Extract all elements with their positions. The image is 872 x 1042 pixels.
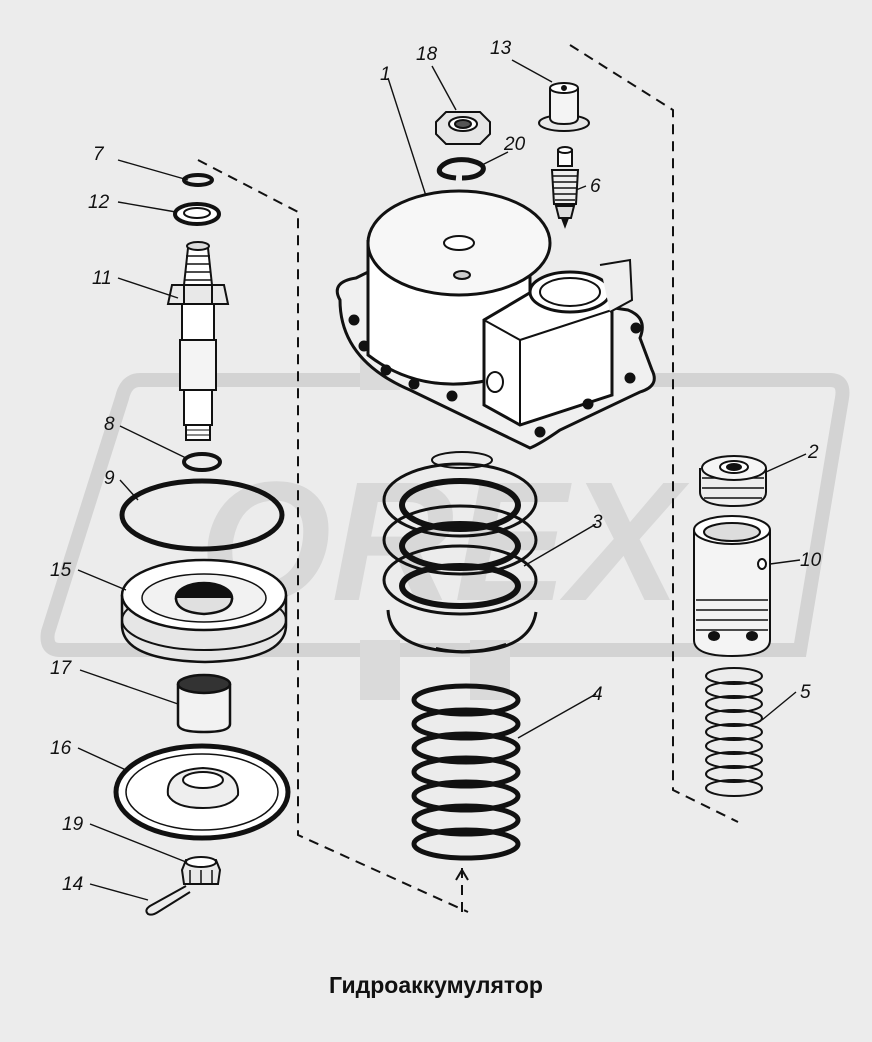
callout-6: 6 [590,176,601,197]
seal-ring-9 [119,478,285,552]
assembly-dashed-lines [197,44,739,913]
callout-20: 20 [503,134,526,155]
spring-3 [382,451,538,654]
callout-labels: 7 12 11 8 9 15 17 16 19 14 1 18 20 13 6 … [50,38,822,895]
callout-19: 19 [62,814,84,835]
callout-3: 3 [592,512,603,533]
castle-nut-19 [180,856,222,885]
diagram-caption: Гидроаккумулятор [329,972,543,998]
o-ring-8 [182,452,222,472]
split-washer-20 [436,157,486,181]
callout-1: 1 [380,64,391,85]
callout-12: 12 [88,192,110,213]
callout-17: 17 [50,658,73,679]
rod-11 [166,241,230,441]
piston-15 [120,558,288,664]
callout-15: 15 [50,560,72,581]
callout-9: 9 [104,468,115,489]
retaining-ring [182,173,214,187]
washer-12 [173,202,221,226]
callout-11: 11 [92,268,112,289]
arrow-marker [455,868,469,881]
housing-1 [335,189,656,450]
leader-lines [77,59,807,901]
callout-8: 8 [104,414,115,435]
spring-5 [705,667,763,797]
callout-7: 7 [93,144,105,165]
callout-2: 2 [807,442,819,463]
fitting-13 [538,82,590,132]
valve-6 [550,146,580,229]
callout-13: 13 [490,38,512,59]
callout-14: 14 [62,874,83,895]
sleeve-17 [176,673,232,734]
callout-4: 4 [592,684,603,705]
cover-plate-16 [113,743,291,841]
callout-16: 16 [50,738,72,759]
callout-10: 10 [800,550,822,571]
bushing-10 [693,515,771,658]
spring-4 [411,683,521,861]
cap-2 [699,455,767,508]
callout-5: 5 [800,682,811,703]
callout-18: 18 [416,44,438,65]
nut-18 [435,111,491,145]
cotter-pin-14 [145,885,191,916]
